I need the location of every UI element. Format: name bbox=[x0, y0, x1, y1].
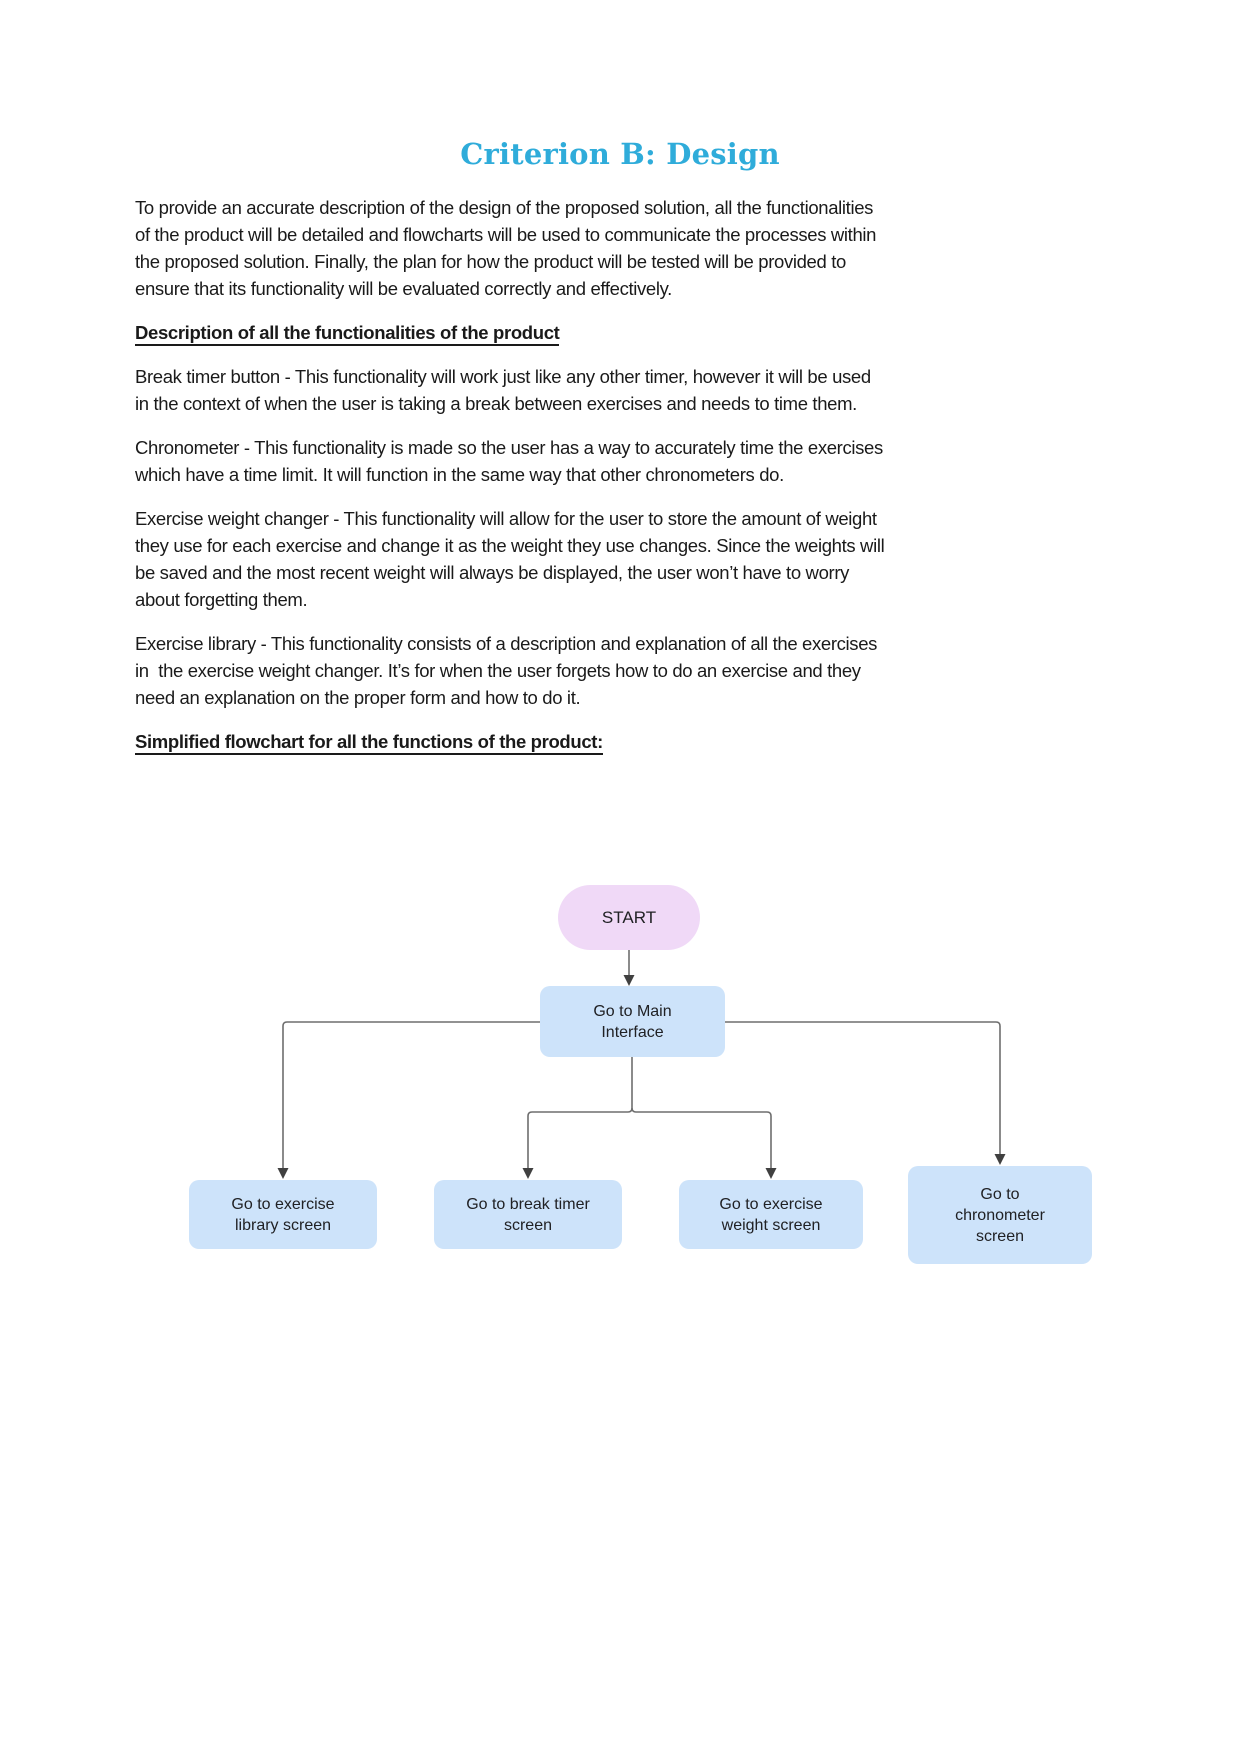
flow-node-chronometer: Go to chronometer screen bbox=[908, 1166, 1092, 1264]
flow-node-break-timer: Go to break timer screen bbox=[434, 1180, 622, 1249]
flowchart-connectors bbox=[277, 950, 1006, 1179]
connector-main-to-weight bbox=[631, 1107, 772, 1168]
section-heading-functionalities-text: Description of all the functionalities o… bbox=[135, 322, 560, 346]
flowchart: START Go to Main Interface Go to exercis… bbox=[135, 772, 1105, 1312]
flow-node-exercise-library: Go to exercise library screen bbox=[189, 1180, 377, 1249]
arrowhead-icon bbox=[765, 1168, 777, 1179]
arrowhead-icon bbox=[623, 975, 635, 986]
section-heading-flowchart: Simplified flowchart for all the functio… bbox=[135, 728, 1105, 755]
section-heading-functionalities: Description of all the functionalities o… bbox=[135, 319, 1105, 346]
intro-paragraph: To provide an accurate description of th… bbox=[135, 197, 877, 299]
connector-main-to-break-timer bbox=[527, 1107, 633, 1168]
paragraph-break-timer: Break timer button - This functionality … bbox=[135, 366, 871, 414]
connector-main-to-library bbox=[282, 1021, 540, 1168]
arrowhead-icon bbox=[277, 1168, 289, 1179]
connector-main-to-chronometer bbox=[725, 1021, 1001, 1154]
paragraph-chronometer: Chronometer - This functionality is made… bbox=[135, 437, 883, 485]
paragraph-exercise-library: Exercise library - This functionality co… bbox=[135, 633, 878, 708]
section-heading-flowchart-text: Simplified flowchart for all the functio… bbox=[135, 731, 603, 755]
flow-node-main-interface: Go to Main Interface bbox=[540, 986, 725, 1057]
arrowhead-icon bbox=[522, 1168, 534, 1179]
arrowhead-icon bbox=[994, 1154, 1006, 1165]
paragraph-weight-changer: Exercise weight changer - This functiona… bbox=[135, 508, 885, 610]
flow-node-exercise-weight: Go to exercise weight screen bbox=[679, 1180, 863, 1249]
page-title: Criterion B: Design bbox=[460, 137, 780, 171]
flow-node-start: START bbox=[558, 885, 700, 950]
